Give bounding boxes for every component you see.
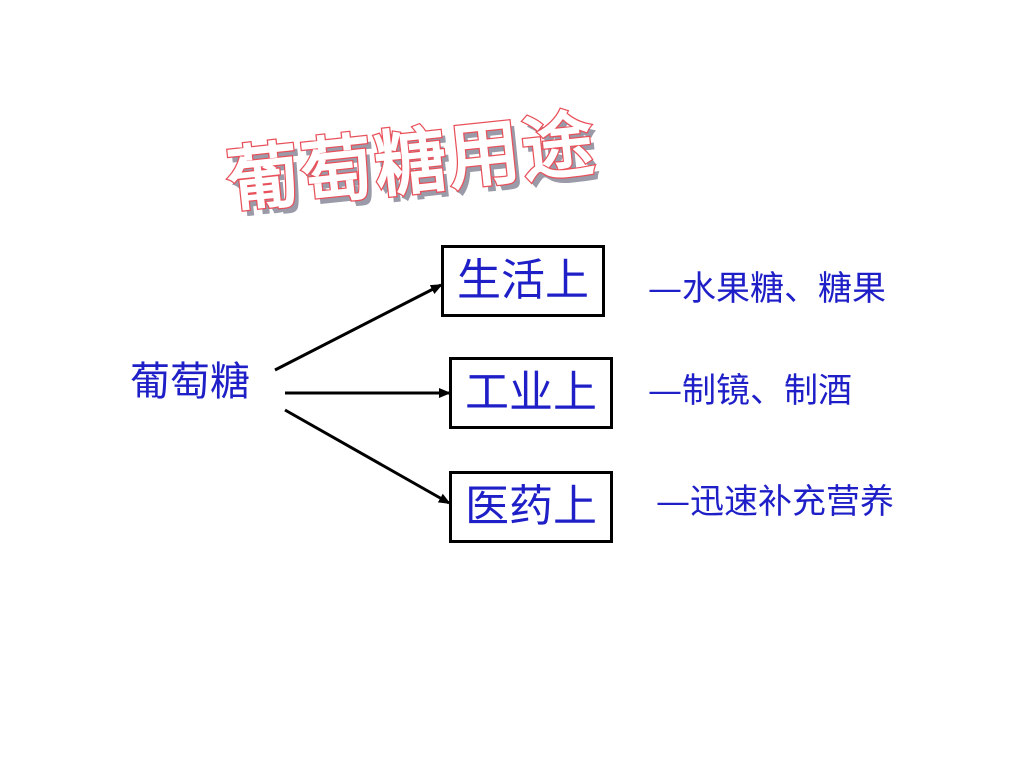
arrow-to-daily-life xyxy=(274,283,443,372)
branch-box-industry: 工业上 xyxy=(449,357,613,429)
arrow-to-medicine xyxy=(284,408,451,505)
slide-title: 葡萄糖用途 葡萄糖用途 xyxy=(218,92,668,229)
slide-title-art: 葡萄糖用途 葡萄糖用途 xyxy=(222,100,605,229)
use-text-industry: —制镜、制酒 xyxy=(648,371,852,411)
root-node-label: 葡萄糖 xyxy=(130,359,250,405)
use-text-daily-life: —水果糖、糖果 xyxy=(648,269,886,309)
use-text-medicine: —迅速补充营养 xyxy=(656,482,894,522)
branch-box-daily-life: 生活上 xyxy=(441,245,605,317)
branch-box-medicine: 医药上 xyxy=(449,471,613,543)
